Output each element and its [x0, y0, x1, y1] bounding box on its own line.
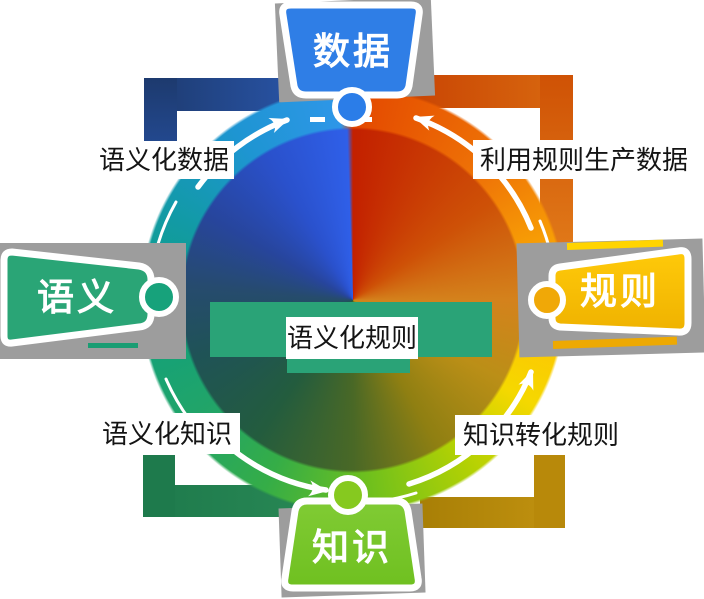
rules-node	[548, 247, 692, 336]
arrowhead-to-data-right	[414, 115, 435, 131]
semantics-node	[0, 248, 155, 347]
edge-label-semantics-to-knowledge: 语义化知识	[94, 413, 240, 454]
knowledge-node-label: 知识	[312, 526, 392, 568]
rules-streak-bottom	[552, 336, 678, 349]
knowledge-node	[281, 497, 422, 592]
nodes	[0, 1, 692, 592]
data-node-label: 数据	[313, 30, 393, 72]
edge-label-semantics-to-rules: 语义化规则	[286, 317, 418, 359]
edge-label-knowledge-to-rules: 知识转化规则	[455, 415, 627, 455]
edge-label-semantics-to-data: 语义化数据	[94, 141, 234, 179]
arrow-semantics-to-data-swoosh	[156, 200, 178, 246]
arrowhead-to-rules	[518, 370, 534, 391]
semantics-streak	[88, 343, 138, 348]
rules-node-label: 规则	[580, 270, 660, 312]
top-dash-left	[310, 117, 325, 122]
semantics-node-label: 语义	[37, 276, 117, 318]
rules-streak-top	[566, 239, 664, 250]
arrowhead-to-knowledge	[308, 480, 328, 497]
node-connectors	[139, 87, 566, 515]
flow-arrowheads	[268, 115, 534, 497]
semantics-connector-circle	[139, 277, 179, 317]
rules-connector-circle	[528, 281, 566, 319]
knowledge-connector-circle	[328, 475, 368, 515]
arrowhead-to-data-left	[268, 117, 289, 134]
edge-label-rules-to-data: 利用规则生产数据	[473, 140, 695, 179]
data-connector-circle	[332, 87, 372, 127]
data-node	[279, 1, 423, 99]
